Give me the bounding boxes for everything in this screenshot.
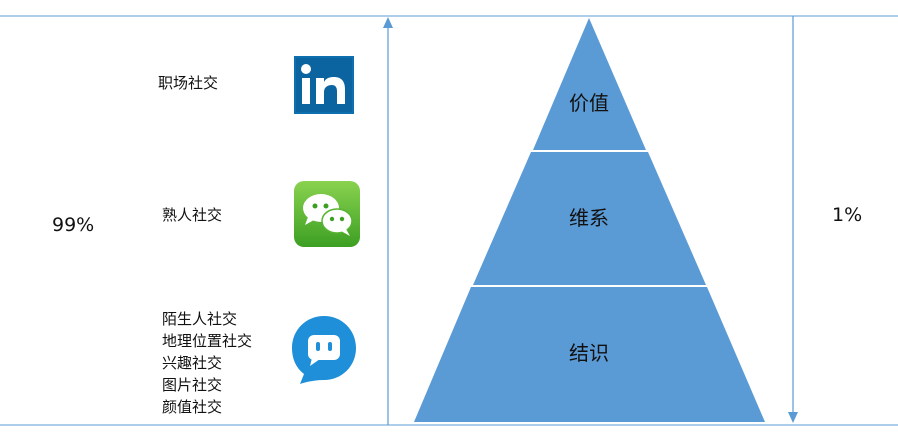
pyramid-top-tier [533,18,646,150]
pyramid-bottom-tier [414,287,765,422]
interest-social-label: 兴趣社交 [162,354,223,372]
location-social-label: 地理位置社交 [162,332,253,350]
photo-social-label: 图片社交 [162,376,223,394]
pyramid-bottom-label: 结识 [569,341,609,365]
linkedin-icon [294,56,354,114]
stranger-social-list: 陌生人社交 地理位置社交 兴趣社交 图片社交 颜值社交 [162,308,252,418]
left-percent: 99% [52,214,95,236]
looks-social-label: 颜值社交 [162,398,223,416]
acquaintance-social-label: 熟人社交 [162,206,223,224]
workplace-social-label: 职场社交 [158,74,219,92]
pyramid-middle-tier [473,152,706,285]
wechat-icon [294,181,360,247]
pyramid-top-label: 价值 [569,91,609,115]
down-arrow-head [788,412,798,423]
right-percent: 1% [832,204,863,226]
pyramid-middle-label: 维系 [569,206,609,230]
stranger-social-label: 陌生人社交 [162,310,238,328]
momo-icon [292,316,356,384]
up-arrow-head [383,17,393,28]
